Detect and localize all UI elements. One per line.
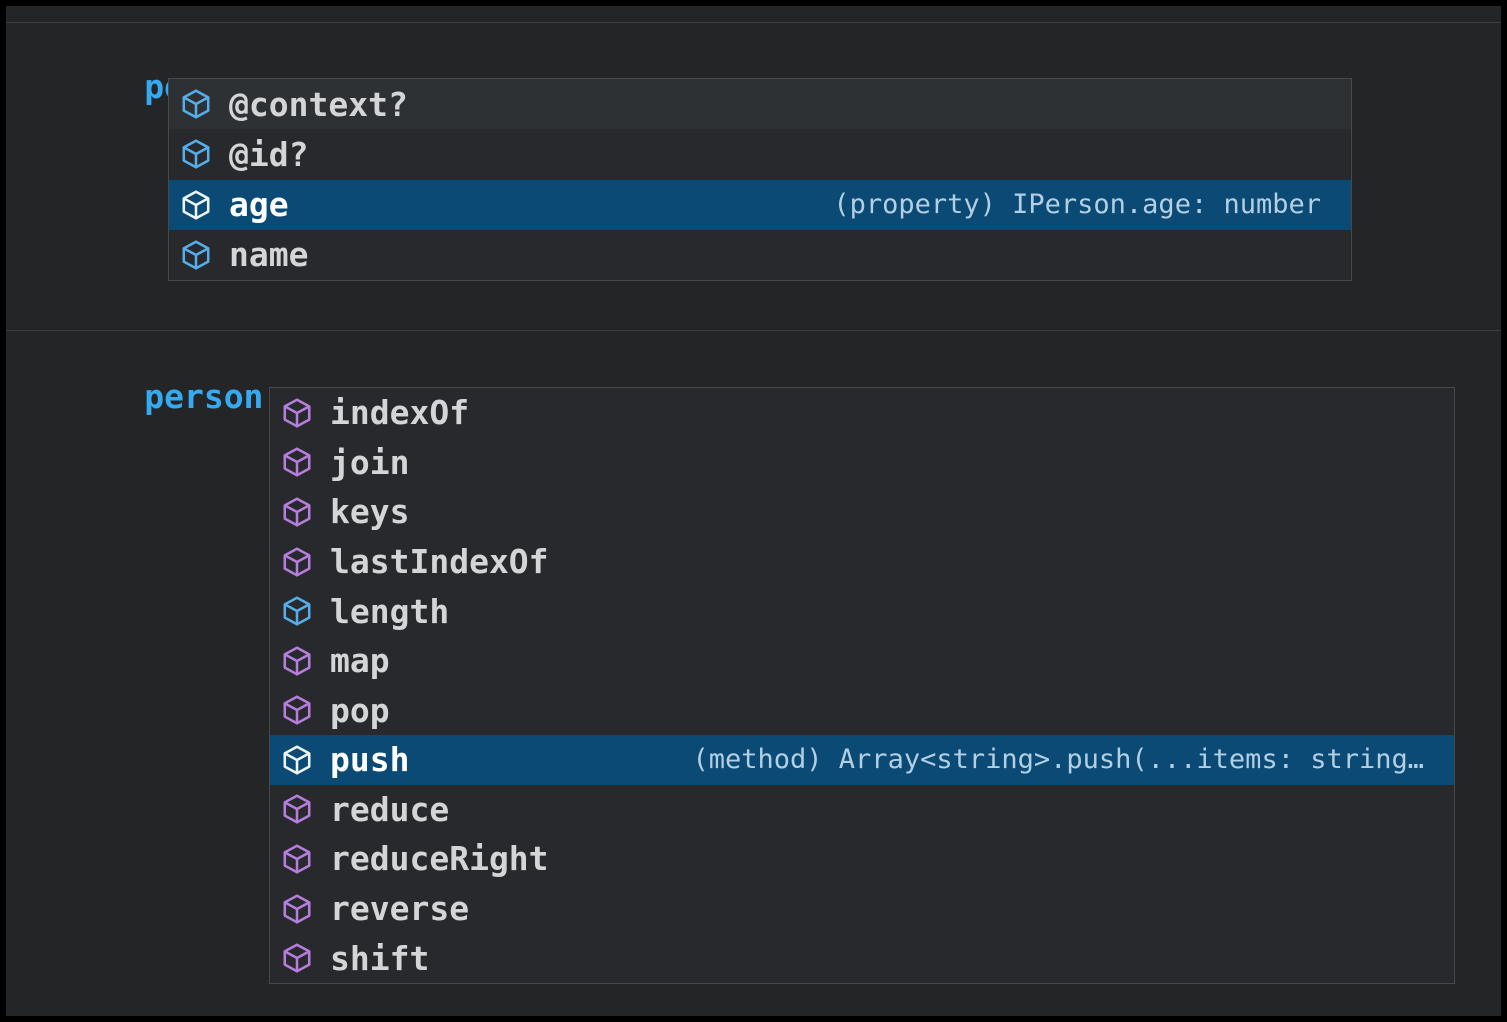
suggestion-item-name[interactable]: name — [169, 230, 1351, 280]
symbol-method-icon — [283, 794, 311, 824]
suggestion-item-indexof[interactable]: indexOf — [270, 388, 1454, 438]
section-divider-top — [6, 22, 1501, 23]
symbol-method-icon — [283, 646, 311, 676]
symbol-field-icon — [182, 240, 210, 270]
suggestion-label: shift — [330, 938, 430, 978]
suggestion-label: @context? — [229, 84, 408, 124]
code-token-variable: person — [144, 377, 264, 416]
symbol-field-icon — [182, 89, 210, 119]
suggestion-item-age[interactable]: age (property) IPerson.age: number — [169, 179, 1351, 230]
symbol-method-icon — [283, 745, 311, 775]
suggestion-label: reverse — [330, 889, 470, 929]
suggestion-label: lastIndexOf — [330, 542, 549, 582]
suggest-widget-string: indexOf join keys lastIndexOf length map — [269, 387, 1455, 984]
suggestion-item-shift[interactable]: shift — [270, 933, 1454, 983]
symbol-method-icon — [283, 695, 311, 725]
suggestion-label: push — [330, 740, 410, 780]
symbol-method-icon — [283, 844, 311, 874]
symbol-method-icon — [283, 447, 311, 477]
suggestion-item-join[interactable]: join — [270, 438, 1454, 488]
suggestion-label: keys — [330, 492, 410, 532]
suggestion-item-context[interactable]: @context? — [169, 79, 1351, 130]
symbol-method-icon — [283, 546, 311, 577]
suggestion-label: join — [330, 442, 410, 482]
symbol-method-icon — [283, 398, 311, 428]
suggestion-item-id[interactable]: @id? — [169, 129, 1351, 179]
symbol-method-icon — [283, 894, 311, 924]
suggestion-item-keys[interactable]: keys — [270, 487, 1454, 537]
suggestion-label: pop — [330, 690, 390, 730]
suggestion-item-reduce[interactable]: reduce — [270, 785, 1454, 835]
editor-surface: person.; @context? @id? age (property) I… — [6, 6, 1501, 1016]
suggestion-item-reduceright[interactable]: reduceRight — [270, 834, 1454, 884]
symbol-method-icon — [283, 943, 311, 973]
suggestion-item-map[interactable]: map — [270, 636, 1454, 686]
suggestion-item-length[interactable]: length — [270, 586, 1454, 636]
suggestion-label: reduce — [330, 789, 450, 829]
suggestion-item-reverse[interactable]: reverse — [270, 884, 1454, 934]
section-divider-middle — [6, 330, 1501, 331]
suggestion-label: map — [330, 641, 390, 681]
suggestion-item-push[interactable]: push (method) Array<string>.push(...item… — [270, 735, 1454, 785]
suggestion-label: @id? — [229, 134, 309, 174]
suggestion-item-pop[interactable]: pop — [270, 685, 1454, 735]
suggestion-label: reduceRight — [330, 839, 549, 879]
symbol-field-icon — [283, 596, 311, 626]
symbol-field-icon — [182, 139, 210, 169]
suggestion-label: age — [229, 185, 289, 225]
suggestion-label: length — [330, 591, 450, 631]
symbol-method-icon — [283, 497, 311, 527]
suggestion-item-lastindexof[interactable]: lastIndexOf — [270, 537, 1454, 587]
suggestion-label: name — [229, 235, 309, 275]
suggest-widget-iperson: @context? @id? age (property) IPerson.ag… — [168, 78, 1352, 281]
suggestion-detail: (method) Array<string>.push(...items: st… — [692, 744, 1425, 776]
suggestion-detail: (property) IPerson.age: number — [833, 189, 1321, 221]
symbol-field-icon — [182, 190, 210, 220]
suggestion-label: indexOf — [330, 393, 470, 433]
